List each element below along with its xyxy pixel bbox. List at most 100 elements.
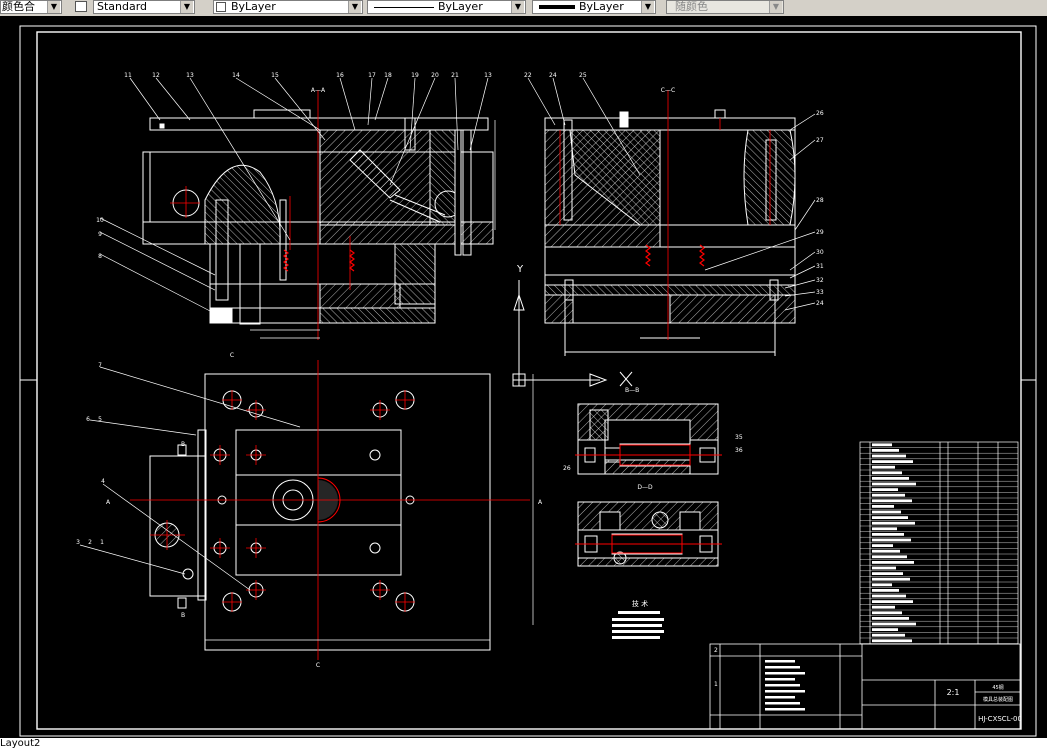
parts-list-row-text [872,460,913,463]
properties-toolbar: 颜色合 ▼ Standard ▼ ByLayer ▼ ByLayer ▼ ByL… [0,0,1047,17]
parts-list-row-text [872,493,905,497]
ucs-icon [512,280,633,387]
detail-section-dd [577,403,719,475]
parts-list-row-text [872,516,908,519]
parts-list-row-text [872,482,916,486]
title-block-row-text [765,702,800,705]
title-block-row-text [765,666,800,669]
plotstyle-dropdown[interactable]: 随颜色 ▼ [666,0,784,14]
chevron-down-icon: ▼ [47,1,60,13]
parts-list-row-text [872,572,903,575]
parts-list-row-text [872,488,898,491]
callout-13: 13 [186,72,194,79]
parts-list-row-text [872,589,899,592]
title-drawing-name: 模具总装配图 [983,696,1013,703]
drawing-canvas[interactable]: A—A 11 12 13 14 15 16 17 18 19 20 21 13 … [0,16,1047,738]
callout-2: 2 [88,539,92,546]
parts-list-row-text [872,544,893,547]
parts-list-row-text [872,533,904,536]
section-cc-view [544,109,796,356]
parts-list-row-text [872,555,907,559]
callout-30: 30 [816,249,824,256]
parts-list-row-text [872,449,899,452]
linetype-value: ByLayer [438,0,483,13]
parts-list-row-text [872,561,914,564]
callout-21: 21 [451,72,459,79]
parts-list-row-text [872,605,895,609]
parts-list-row-text [872,465,895,469]
section-dd-label: D—D [637,484,653,491]
layer-dropdown[interactable]: ByLayer ▼ [213,0,363,14]
callout-31: 31 [816,263,824,270]
text-style-dropdown[interactable]: Standard ▼ [93,0,195,14]
section-cc-label: C—C [661,87,675,94]
lineweight-dropdown[interactable]: ByLayer ▼ [532,0,656,14]
parts-list-row-text [872,521,915,525]
parts-list-row-text [872,505,894,508]
plan-label-a-left: A [106,499,111,506]
layer-value: ByLayer [231,0,276,13]
title-block-rows [765,660,805,711]
title-block-row-text [765,678,795,681]
linetype-preview [374,7,434,8]
callout-35: 35 [735,434,743,441]
callout-27: 27 [816,137,824,144]
plan-label-c-bottom: C [316,662,320,669]
chevron-down-icon: ▼ [348,1,361,13]
parts-list-row-text [872,628,898,631]
callout-4: 4 [101,478,105,485]
title-block-row-text [765,690,805,693]
tech-req-heading: 技 术 [632,599,648,608]
plan-label-b-bottom: B [181,612,185,619]
layout-tab-bar: Layout2 [0,738,1047,749]
callout-29: 29 [816,229,824,236]
callout-15: 15 [271,72,279,79]
ucs-y-label: Y [516,264,524,275]
title-block-row-text [765,660,795,663]
linetype-dropdown[interactable]: ByLayer ▼ [367,0,526,14]
callout-25: 25 [579,72,587,79]
callout-3: 3 [76,539,80,546]
parts-list-row-text [872,583,892,587]
color-value: 颜色合 [2,0,35,13]
callout-24: 24 [549,72,557,79]
section-aa-label: A—A [311,87,326,94]
title-block [709,643,1021,730]
color-dropdown[interactable]: 颜色合 ▼ [0,0,62,14]
parts-list-row-text [872,622,916,626]
detail-section-bb [577,501,719,567]
parts-list-row-text [872,633,905,637]
revision-mark-1: 1 [714,681,718,688]
callout-9: 9 [98,231,102,238]
parts-list-row-text [872,594,906,598]
parts-list-row-text [872,527,897,531]
callout-13b: 13 [484,72,492,79]
title-material: 45钢 [992,684,1003,691]
parts-list-row-text [872,611,902,615]
parts-list-row-text [872,510,901,514]
callout-26-detail: 26 [563,465,571,472]
callout-36: 36 [735,447,743,454]
section-bb-label: B—B [625,387,639,394]
parts-list-row-text [872,443,892,447]
callout-33: 33 [816,289,824,296]
callout-18: 18 [384,72,392,79]
callout-7: 7 [98,362,102,369]
callout-19: 19 [411,72,419,79]
parts-list-row-text [872,477,909,480]
plan-label-c-top: C [230,352,234,359]
chevron-down-icon: ▼ [511,1,524,13]
callout-20: 20 [431,72,439,79]
chevron-down-icon: ▼ [769,1,782,13]
parts-list-row-text [872,577,910,581]
callout-11: 11 [124,72,132,79]
callout-16: 16 [336,72,344,79]
title-block-row-text [765,708,805,711]
callout-17: 17 [368,72,376,79]
callout-28: 28 [816,197,824,204]
callout-22: 22 [524,72,532,79]
parts-list-row-text [872,617,909,620]
layout-tab-layout2[interactable]: Layout2 [0,738,41,749]
parts-list-row-text [872,471,902,475]
parts-list-row-text [872,639,912,643]
